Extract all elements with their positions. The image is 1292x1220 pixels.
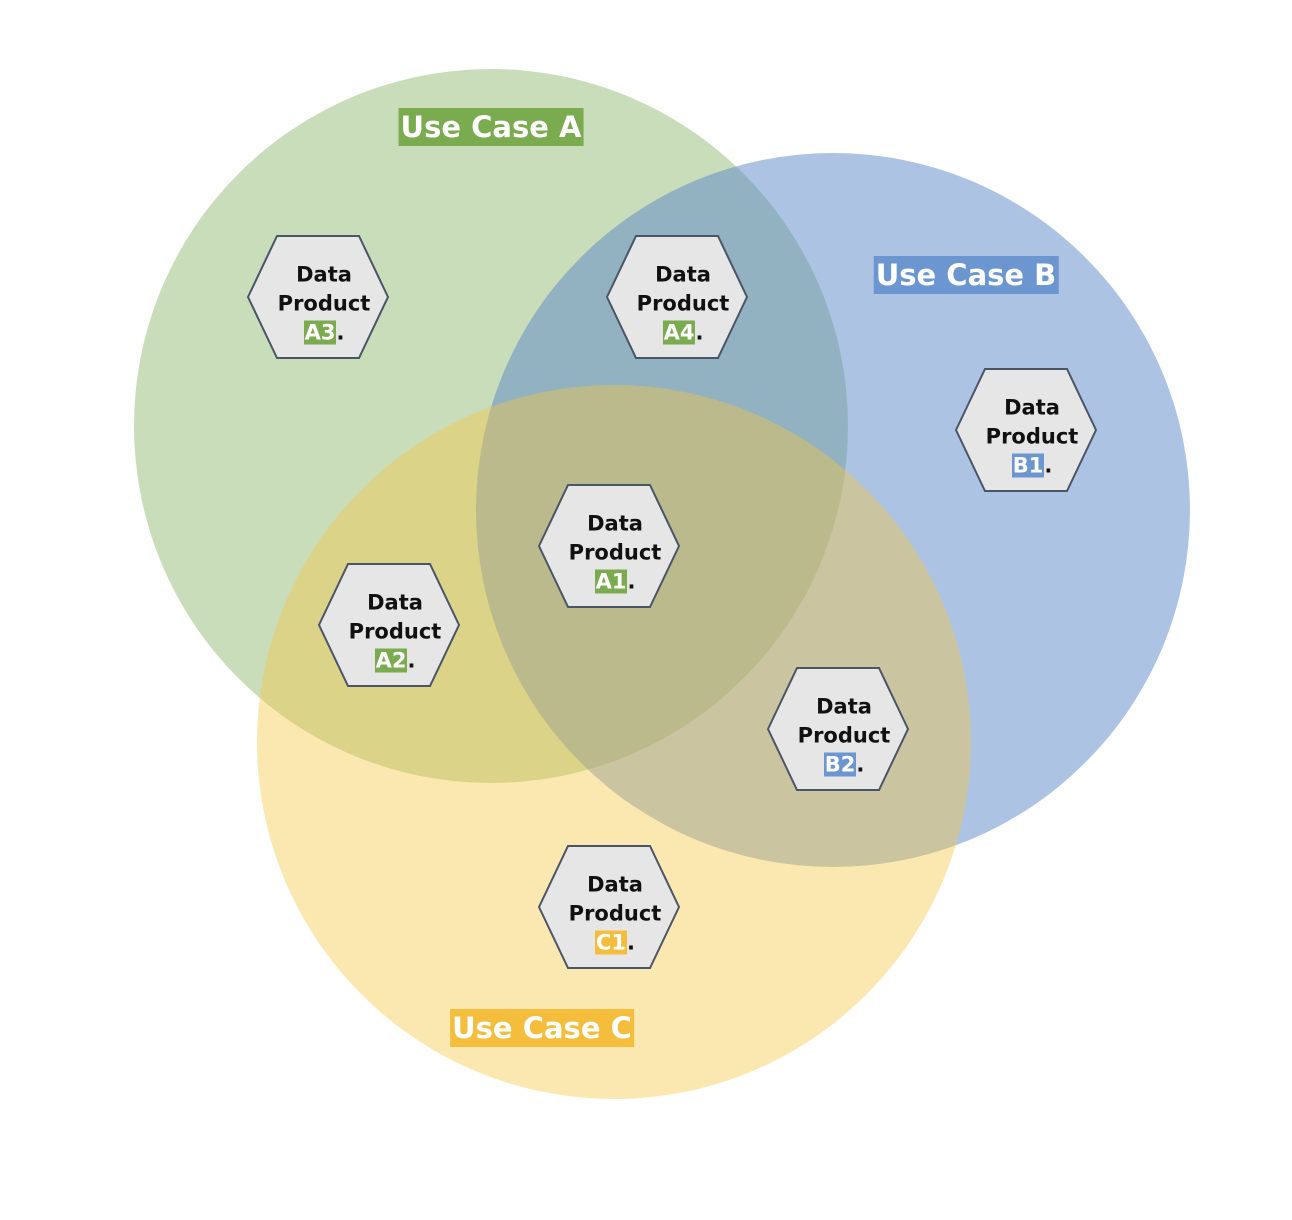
product-code-tag: B2 xyxy=(823,752,857,777)
product-code-suffix: . xyxy=(695,320,704,345)
product-code-tag: C1 xyxy=(594,930,628,955)
data-product-hexagon[interactable] xyxy=(537,845,681,969)
use-case-c-label: Use Case C xyxy=(450,1009,634,1047)
product-line1: Data xyxy=(587,511,643,536)
product-line2: Product xyxy=(568,901,662,926)
product-code-suffix: . xyxy=(627,930,635,955)
product-code-suffix: . xyxy=(856,752,865,777)
data-product-hexagon[interactable] xyxy=(605,235,749,359)
product-line1: Data xyxy=(367,590,423,615)
product-line2: Product xyxy=(636,291,730,316)
product-line2: Product xyxy=(985,424,1079,449)
product-line2: Product xyxy=(348,619,442,644)
product-code-tag: B1 xyxy=(1011,453,1045,478)
data-product-hexagon[interactable] xyxy=(766,667,910,791)
product-line1: Data xyxy=(816,694,872,719)
product-code-suffix: . xyxy=(1044,453,1053,478)
use-case-a-label: Use Case A xyxy=(398,108,584,146)
product-code-tag: A2 xyxy=(374,648,408,673)
use-case-b-label: Use Case B xyxy=(873,256,1059,294)
product-line2: Product xyxy=(277,291,371,316)
data-product-hexagon[interactable] xyxy=(954,368,1098,492)
product-line1: Data xyxy=(296,262,352,287)
data-product-hexagon[interactable] xyxy=(537,484,681,608)
product-code-suffix: . xyxy=(627,569,636,594)
product-line2: Product xyxy=(797,723,891,748)
product-code-tag: A1 xyxy=(594,569,628,594)
product-code-suffix: . xyxy=(407,648,416,673)
product-code-tag: A3 xyxy=(303,320,337,345)
product-line1: Data xyxy=(1004,395,1060,420)
product-line2: Product xyxy=(568,540,662,565)
product-line1: Data xyxy=(587,872,643,897)
use-case-c-circle xyxy=(257,385,971,1099)
product-code-suffix: . xyxy=(336,320,345,345)
product-code-tag: A4 xyxy=(662,320,696,345)
data-product-hexagon[interactable] xyxy=(317,563,461,687)
data-product-hexagon[interactable] xyxy=(246,235,390,359)
product-line1: Data xyxy=(655,262,711,287)
